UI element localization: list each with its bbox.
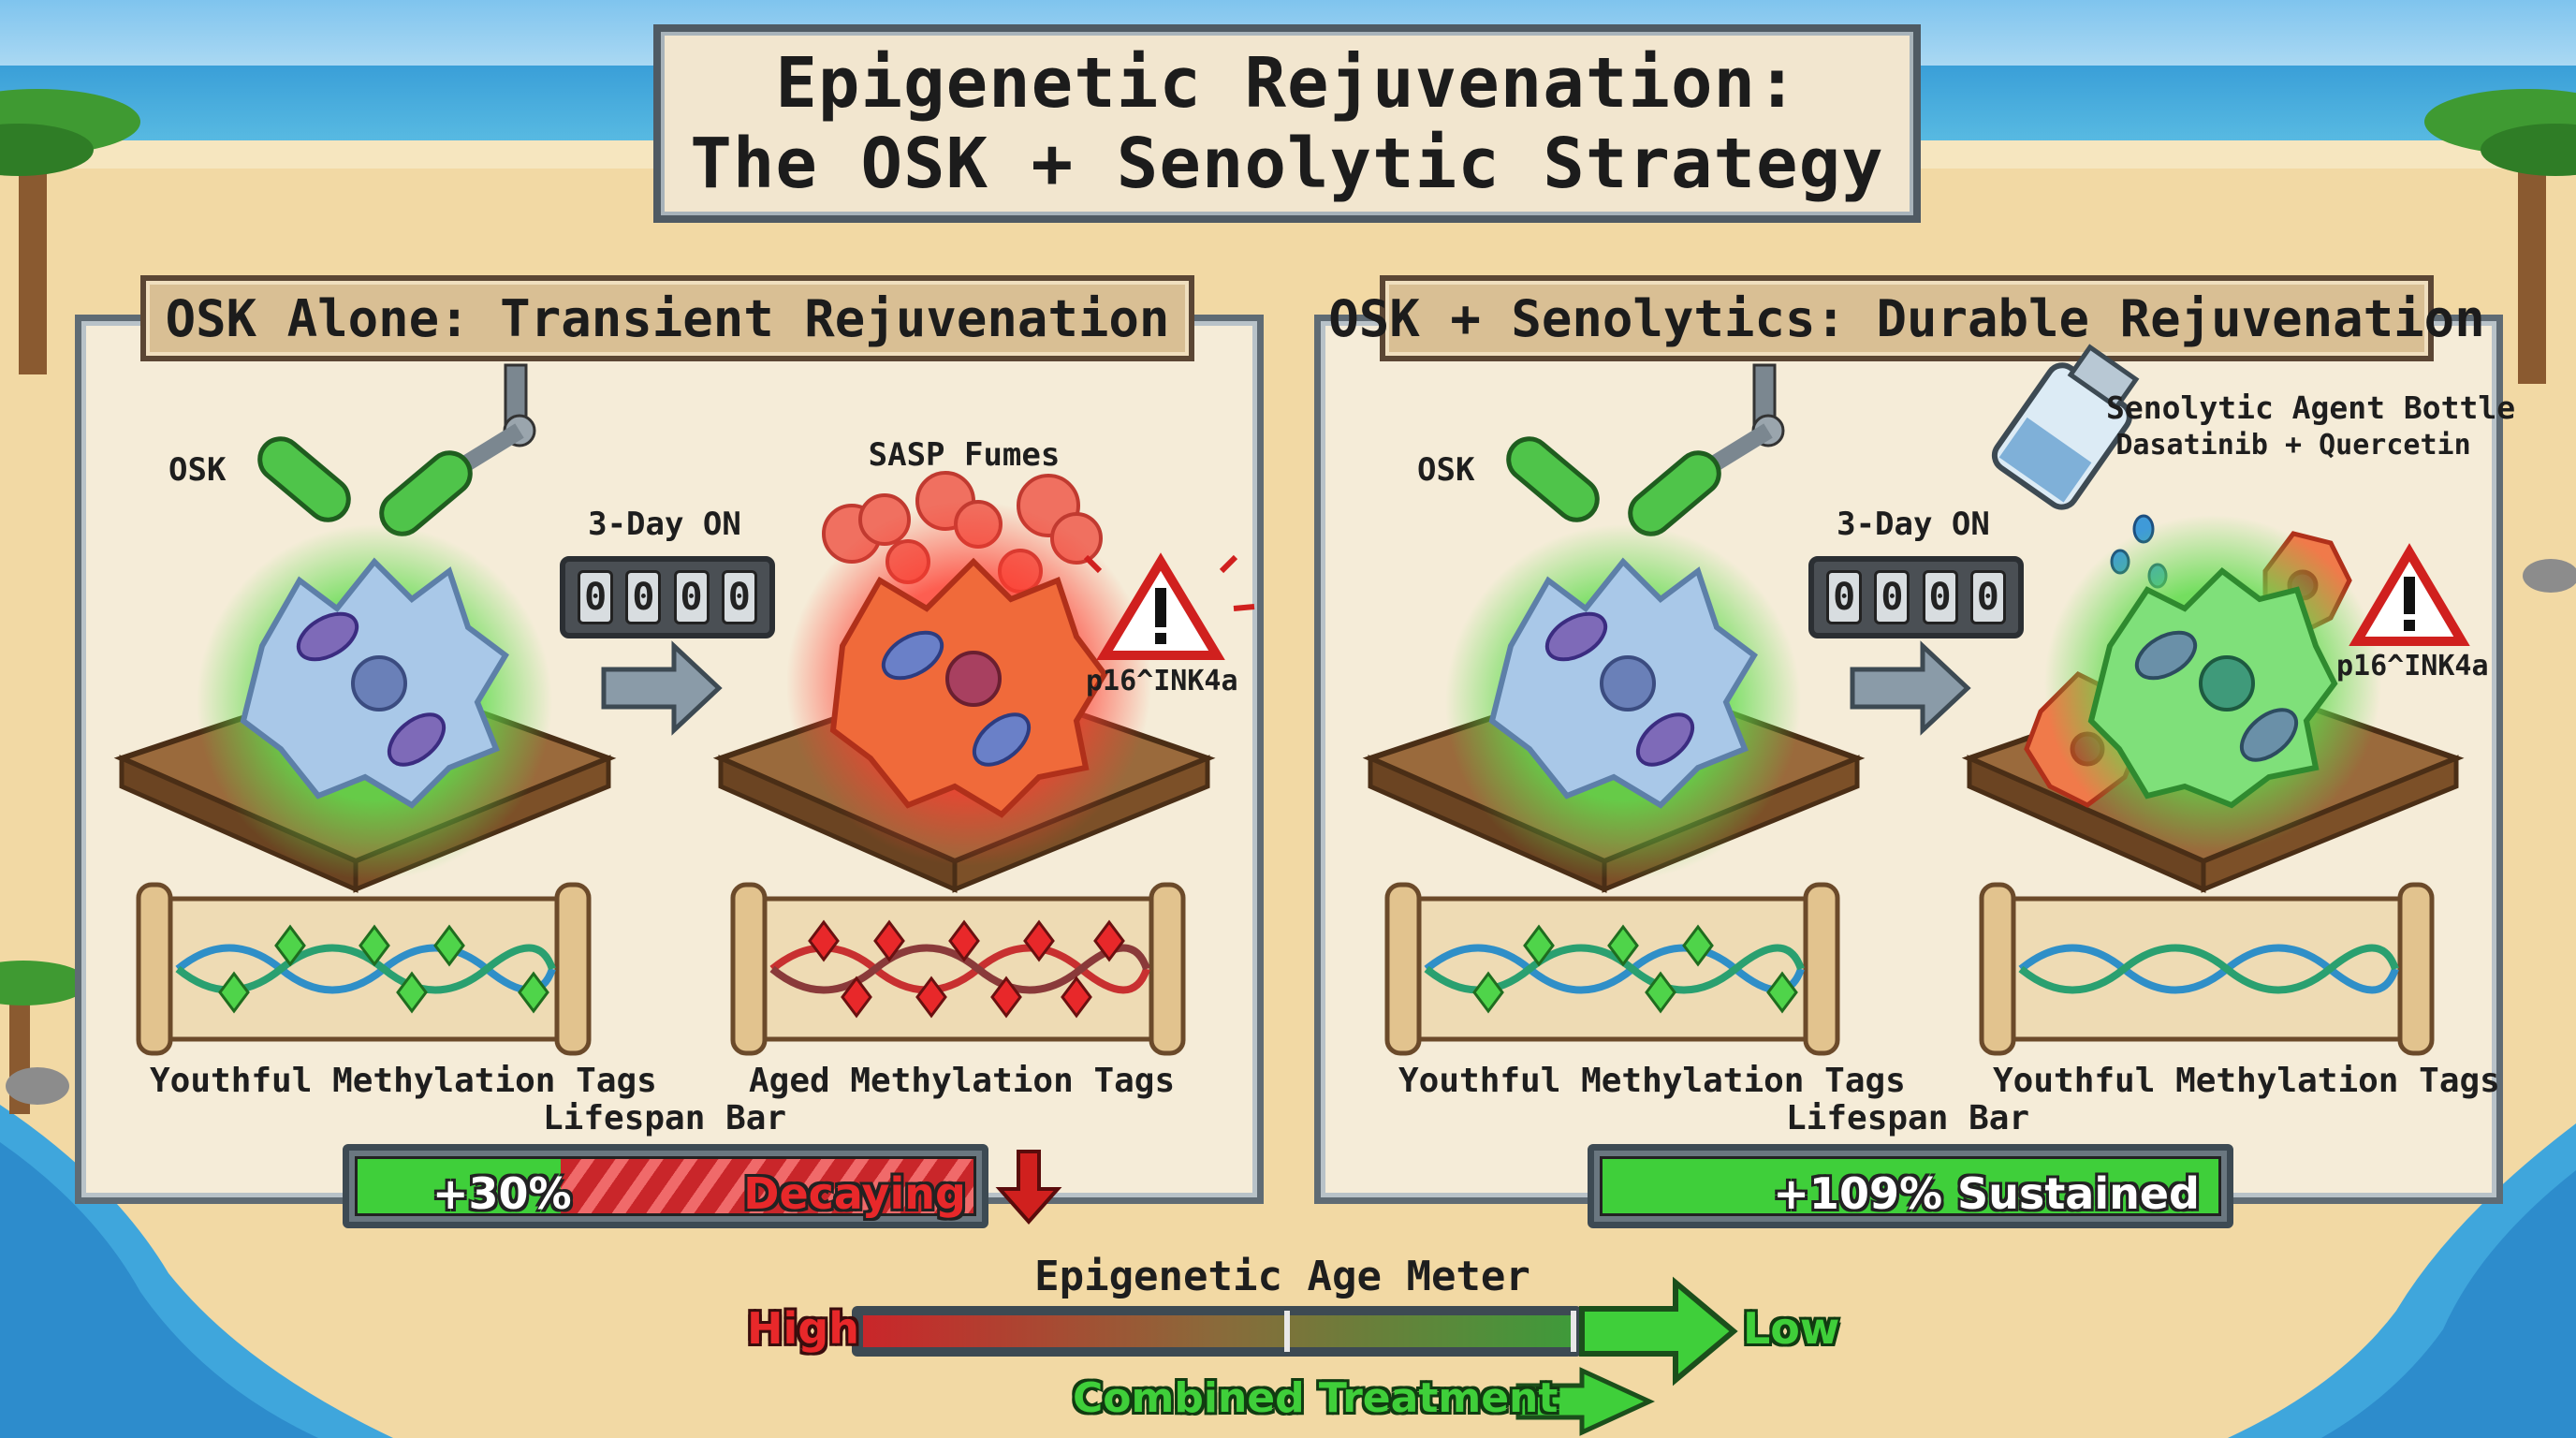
lifespan-fill [358,1159,562,1213]
bottle-sublabel: Dasatinib + Quercetin [2115,429,2471,462]
counter-digit: 0 [1969,570,2006,624]
age-meter-high: High [747,1303,859,1354]
title-box: Epigenetic Rejuvenation: The OSK + Senol… [653,24,1921,223]
title-line-1: Epigenetic Rejuvenation: [775,43,1799,124]
p16-marker-label: p16^INK4a [2336,650,2489,682]
osk-capsule-icon [1506,436,1721,536]
down-arrow-icon [995,1150,1062,1225]
lifespan-fill [1603,1159,2218,1213]
counter-digit: 0 [1922,570,1958,624]
methylation-scroll-aged [730,882,1186,1056]
counter-digit: 0 [1826,570,1863,624]
scroll-youthful-label: Youthful Methylation Tags [150,1062,657,1100]
combined-treatment-label: Combined Treatment [1073,1374,1559,1422]
rejuvenated-cell-icon [2087,567,2338,809]
counter-digit: 0 [625,570,662,624]
lifespan-sustained: +109% Sustained [1773,1168,2200,1219]
left-panel-header: OSK Alone: Transient Rejuvenation [140,275,1194,361]
osk-label: OSK [168,451,227,489]
counter-digit: 0 [721,570,757,624]
methylation-scroll-youthful [136,882,592,1056]
age-meter-low: Low [1743,1303,1840,1354]
palm-tree-right-icon [2424,89,2576,384]
healthy-cell-icon [1488,557,1758,809]
counter-digit: 0 [1874,570,1910,624]
senolytic-bottle-icon [1991,344,2140,510]
warning-icon [1083,552,1255,660]
palm-tree-left-icon [0,89,140,374]
senescent-cell-icon [829,557,1108,818]
day-counter: 0 0 0 0 [560,556,775,638]
rock-icon [2523,559,2576,593]
methylation-scroll-youthful [1384,882,1840,1056]
age-meter-bar [852,1306,1582,1357]
lifespan-bar-label: Lifespan Bar [543,1099,787,1137]
lifespan-bar-left: +30% Decaying [343,1144,988,1228]
scroll-youthful-label: Youthful Methylation Tags [1398,1062,1906,1100]
lifespan-gain: +30% [432,1168,572,1219]
osk-label: OSK [1417,451,1475,489]
warning-icon [2349,543,2470,646]
p16-marker-label: p16^INK4a [1086,665,1238,697]
bottle-label: Senolytic Agent Bottle [2106,389,2516,426]
timer-label: 3-Day ON [1837,506,1990,543]
healthy-cell-icon [240,557,509,809]
right-arrow-icon [601,640,723,736]
age-meter-title: Epigenetic Age Meter [1034,1253,1530,1300]
decay-fill [561,1159,973,1213]
treatment-arrow-icon [1515,1367,1656,1436]
methylation-scroll-youthful [1979,882,2435,1056]
rock-icon [6,1067,69,1105]
meter-arrow-icon [1579,1276,1738,1387]
title-line-2: The OSK + Senolytic Strategy [690,124,1884,204]
scroll-youthful-label: Youthful Methylation Tags [1993,1062,2500,1100]
scroll-aged-label: Aged Methylation Tags [749,1062,1176,1100]
counter-digit: 0 [673,570,710,624]
right-panel-header: OSK + Senolytics: Durable Rejuvenation [1328,275,2485,361]
lifespan-bar-right: +109% Sustained [1588,1144,2233,1228]
dna-tag-red [808,919,1125,1019]
timer-label: 3-Day ON [588,506,741,543]
lifespan-bar-label: Lifespan Bar [1786,1099,2030,1137]
dna-tag-green [218,924,549,1014]
dna-tag-green [1472,924,1798,1014]
robot-arm-icon [454,363,536,476]
right-arrow-icon [1850,640,1971,736]
lifespan-status: Decaying [743,1168,966,1219]
day-counter: 0 0 0 0 [1808,556,2024,638]
sasp-fumes-label: SASP Fumes [868,436,1061,474]
robot-arm-icon [1703,363,1785,476]
counter-digit: 0 [578,570,614,624]
